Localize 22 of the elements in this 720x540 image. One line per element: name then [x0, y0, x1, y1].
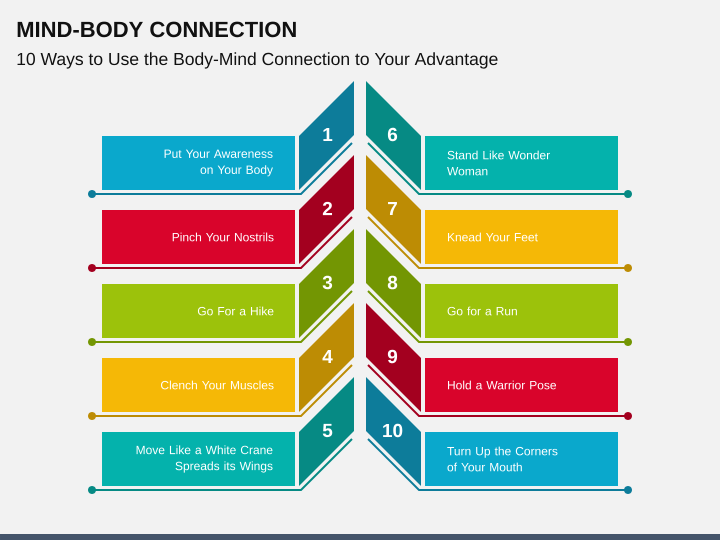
step-box: Stand Like Wonder Woman: [425, 136, 618, 190]
step-box: Knead Your Feet: [425, 210, 618, 264]
number-tab: 9: [366, 303, 421, 412]
number-tab: 10: [366, 377, 421, 486]
subtitle: 10 Ways to Use the Body-Mind Connection to Your Advantage: [18, 52, 498, 69]
title: MIND-BODY CONNECTION: [18, 22, 296, 38]
step-box: Hold a Warrior Pose: [425, 358, 618, 412]
number-tab: 8: [366, 229, 421, 338]
number-tab: 4: [299, 303, 354, 412]
number-tab: 7: [366, 155, 421, 264]
step-box: Pinch Your Nostrils: [102, 210, 295, 264]
step-box: Turn Up the Corners of Your Mouth: [425, 432, 618, 486]
step-box: Go for a Run: [425, 284, 618, 338]
number-tab: 3: [299, 229, 354, 338]
number-tab: 1: [299, 81, 354, 190]
step-box: Move Like a White Crane Spreads its Wings: [102, 432, 295, 486]
step-box: Clench Your Muscles: [102, 358, 295, 412]
number-tab: 6: [366, 81, 421, 190]
number-tab: 2: [299, 155, 354, 264]
step-box: Put Your Awareness on Your Body: [102, 136, 295, 190]
number-tab: 5: [299, 377, 354, 486]
step-box: Go For a Hike: [102, 284, 295, 338]
